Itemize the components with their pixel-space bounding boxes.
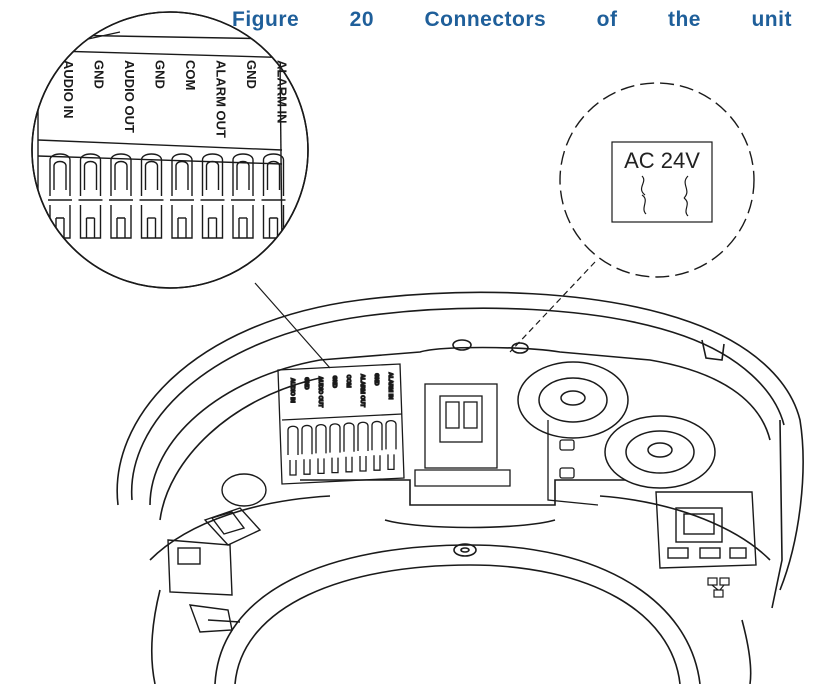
terminal-pin [200,153,225,239]
terminal-block-callout: AUDIO IN GND AUDIO OUT GND COM ALARM OUT GND AL… [31,11,309,289]
terminal-pin-label-small: GND [373,373,379,385]
terminal-pin-small [329,423,341,474]
terminal-pin-label: AUDIO IN [61,60,76,119]
terminal-pin-label-small: ALARM OUT [359,374,365,408]
figure-caption: Figure 20 Connectors of the unit [232,4,792,36]
camera-housing [116,291,804,684]
terminal-pin-label: ALARM OUT [214,60,229,138]
terminal-pin [261,153,286,239]
terminal-pin-small [357,421,369,472]
terminal-pin-label-small: AUDIO OUT [317,376,323,408]
terminal-pin-label: AUDIO OUT [122,60,137,133]
terminal-pin-small [343,422,355,473]
caption-word: 20 [349,8,375,31]
caption-word: of [596,8,618,31]
terminal-pin [170,153,194,239]
terminal-pin-small [301,424,313,475]
caption-word: Figure [232,8,300,31]
terminal-pin-small [315,424,327,475]
terminal-pin-label: GND [244,60,259,89]
caption-word: the [667,8,701,31]
network-port [655,491,757,569]
terminal-pin-small [385,420,397,471]
terminal-pin-label-small: AUDIO IN [289,378,295,403]
callout-leader [254,261,596,369]
terminal-pin [231,153,255,239]
caption-word: unit [751,8,792,31]
ac-voltage-label: AC 24V [624,148,700,173]
terminal-pin-label-small: GND [303,377,309,389]
power-connector-callout: AC 24V [559,82,755,278]
cable-gland [517,361,716,489]
terminal-pin-small [287,425,299,476]
caption-word: Connectors [424,8,547,31]
terminal-pin-label: GND [92,60,107,89]
terminal-block-small: AUDIO IN GND AUDIO OUT GND COM ALARM OUT GND AL… [277,363,405,485]
terminal-pin-label: ALARM IN [275,60,290,124]
terminal-pin-label-small: COM [345,375,351,388]
terminal-pin-label: GND [153,60,168,89]
terminal-pin [139,153,164,239]
terminal-pin-label-small: ALARM IN [387,372,393,399]
terminal-pin-small [371,420,383,471]
network-icon [707,577,730,598]
terminal-pin [78,153,103,239]
terminal-pin [109,153,133,239]
terminal-pin-label-small: GND [331,376,337,388]
side-slots [547,420,599,506]
sd-card-slot [167,473,267,633]
power-connector-small [414,383,511,487]
terminal-pin-label: COM [183,60,198,90]
